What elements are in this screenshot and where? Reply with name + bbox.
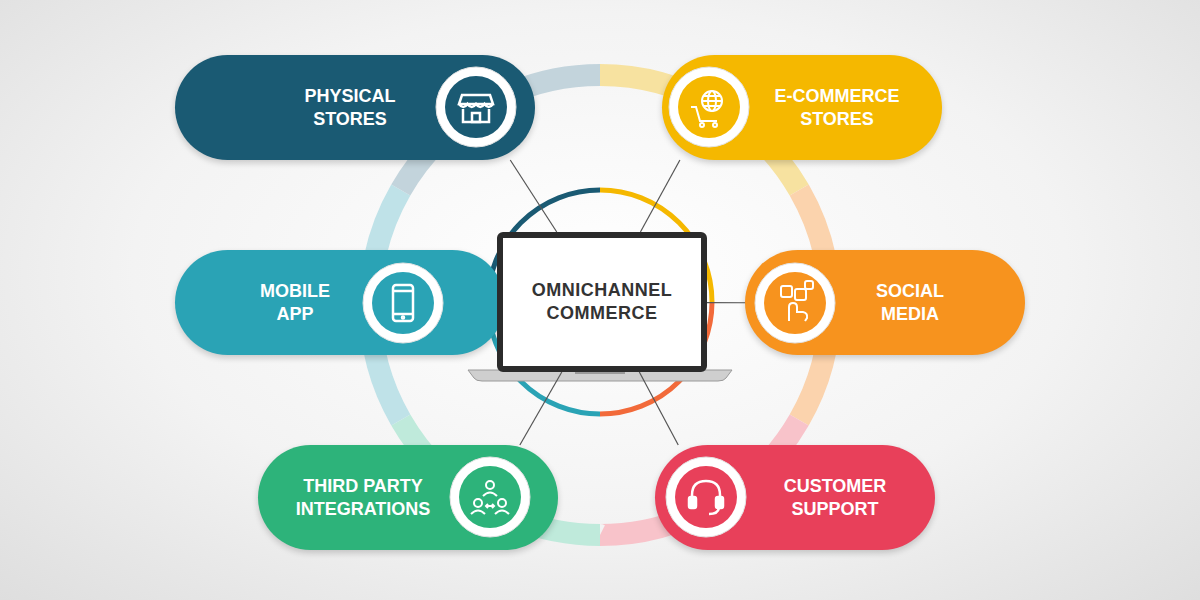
connector-line (707, 302, 745, 303)
connector-line (510, 160, 557, 232)
node-label: PHYSICAL STORES (275, 85, 425, 131)
ecommerce-icon (669, 67, 749, 147)
node-label: SOCIAL MEDIA (858, 280, 963, 326)
integration-icon (450, 457, 530, 537)
connector-line (640, 160, 680, 232)
node-label: THIRD PARTY INTEGRATIONS (288, 475, 438, 521)
connector-line (520, 372, 562, 445)
node-label: E-COMMERCE STORES (762, 85, 912, 131)
store-icon (436, 67, 516, 147)
connector-line (639, 372, 678, 445)
phone-icon (363, 263, 443, 343)
node-label: OMNICHANNEL COMMERCE (517, 279, 687, 325)
node-label: MOBILE APP (248, 280, 343, 326)
laptop-screen: OMNICHANNEL COMMERCE (497, 232, 707, 372)
headset-icon (666, 457, 746, 537)
social-icon (755, 263, 835, 343)
channel-pill: MOBILE APP (175, 250, 505, 355)
node-label: CUSTOMER SUPPORT (760, 475, 910, 521)
